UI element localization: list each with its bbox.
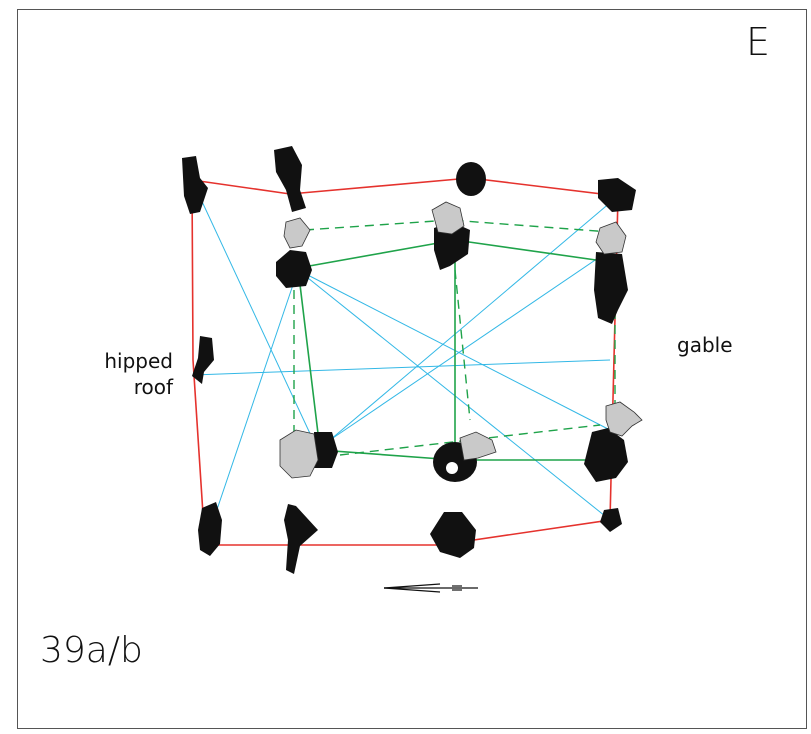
figure-frame [17,9,807,729]
diagonal-lines [191,179,619,546]
post-holes-dark [182,146,636,574]
post-holes-light [279,201,643,479]
north-arrow-icon [383,583,478,593]
inner-frame-dashed [293,219,616,456]
outer-wall-outline [191,177,619,546]
post-hole-center-white [446,462,458,474]
figure-number: 39a/b [40,630,143,671]
gable-label: gable [677,333,733,357]
corner-label: E [746,20,771,64]
hipped-roof-label: hipped roof [33,348,173,400]
hipped-roof-label-line2: roof [133,375,173,399]
hipped-roof-label-line1: hipped [104,349,173,373]
